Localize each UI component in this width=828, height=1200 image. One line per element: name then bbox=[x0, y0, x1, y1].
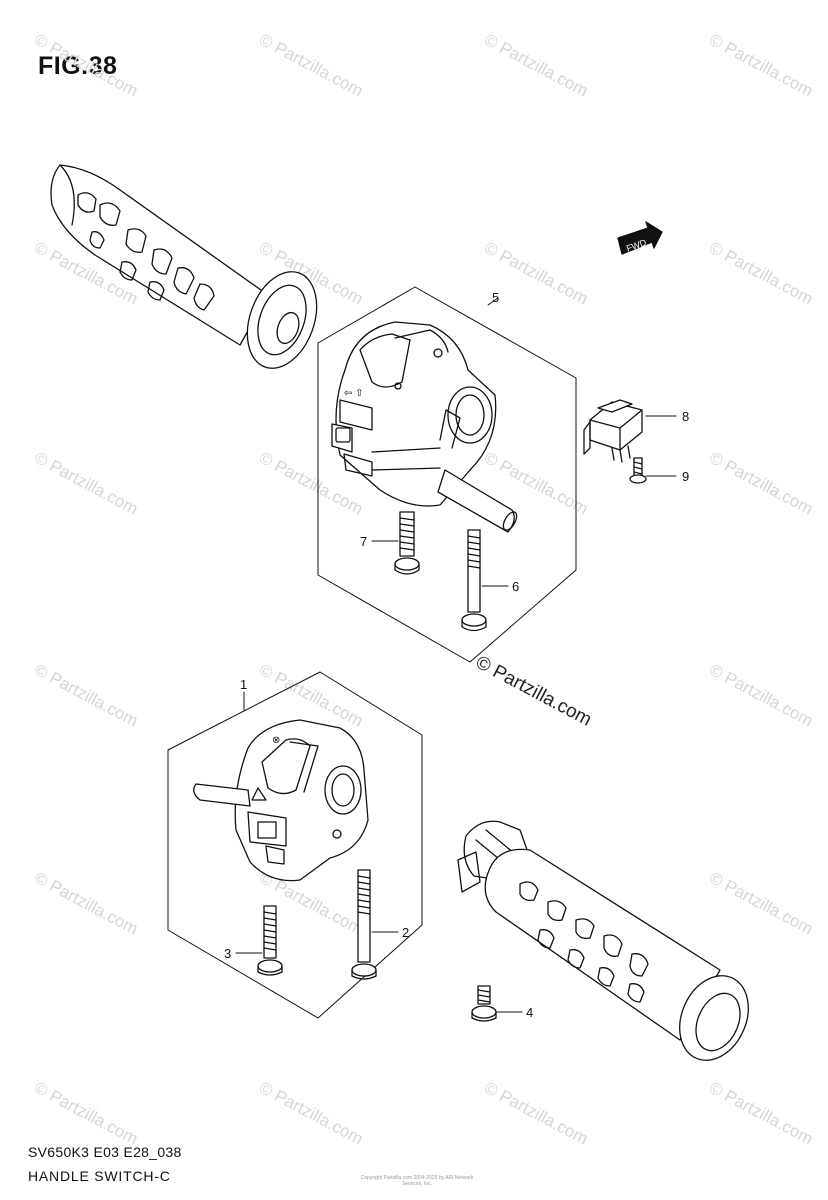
svg-text:⇦ ⇧: ⇦ ⇧ bbox=[344, 388, 364, 399]
callout-number-2: 2 bbox=[402, 925, 409, 940]
model-code: SV650K3 E03 E28_038 bbox=[28, 1144, 182, 1160]
screw-3-drawing bbox=[257, 905, 283, 976]
callout-number-5: 5 bbox=[492, 290, 499, 305]
left-handle-switch-drawing: ⊗ bbox=[193, 719, 369, 882]
callout-box-1 bbox=[167, 671, 423, 1019]
throttle-grip-drawing bbox=[457, 820, 749, 1061]
screw-9-drawing bbox=[629, 457, 647, 484]
screw-4-drawing bbox=[471, 985, 497, 1022]
figure-title: FIG.38 bbox=[38, 52, 118, 80]
screw-2-drawing bbox=[351, 869, 377, 980]
callout-number-8: 8 bbox=[682, 409, 689, 424]
callout-number-6: 6 bbox=[512, 579, 519, 594]
section-name: HANDLE SWITCH-C bbox=[28, 1168, 171, 1184]
right-handle-switch-drawing: ⇦ ⇧ bbox=[331, 321, 518, 533]
copyright-notice: Copyright Partzilla.com 2004-2025 by ARI… bbox=[360, 1175, 474, 1187]
callout-box-5 bbox=[317, 286, 577, 663]
screw-6-drawing bbox=[461, 529, 487, 632]
svg-text:⊗: ⊗ bbox=[272, 735, 280, 746]
screw-7-drawing bbox=[394, 511, 420, 575]
callout-number-3: 3 bbox=[224, 946, 231, 961]
right-grip-drawing bbox=[50, 164, 318, 369]
clutch-switch-drawing bbox=[583, 399, 643, 463]
callout-number-7: 7 bbox=[360, 534, 367, 549]
callout-number-1: 1 bbox=[240, 677, 247, 692]
callout-number-4: 4 bbox=[526, 1005, 533, 1020]
callout-number-9: 9 bbox=[682, 469, 689, 484]
callout-labels: 1 2 3 4 5 6 7 8 9 bbox=[224, 290, 689, 1020]
forward-arrow-icon: FWD bbox=[617, 221, 663, 255]
